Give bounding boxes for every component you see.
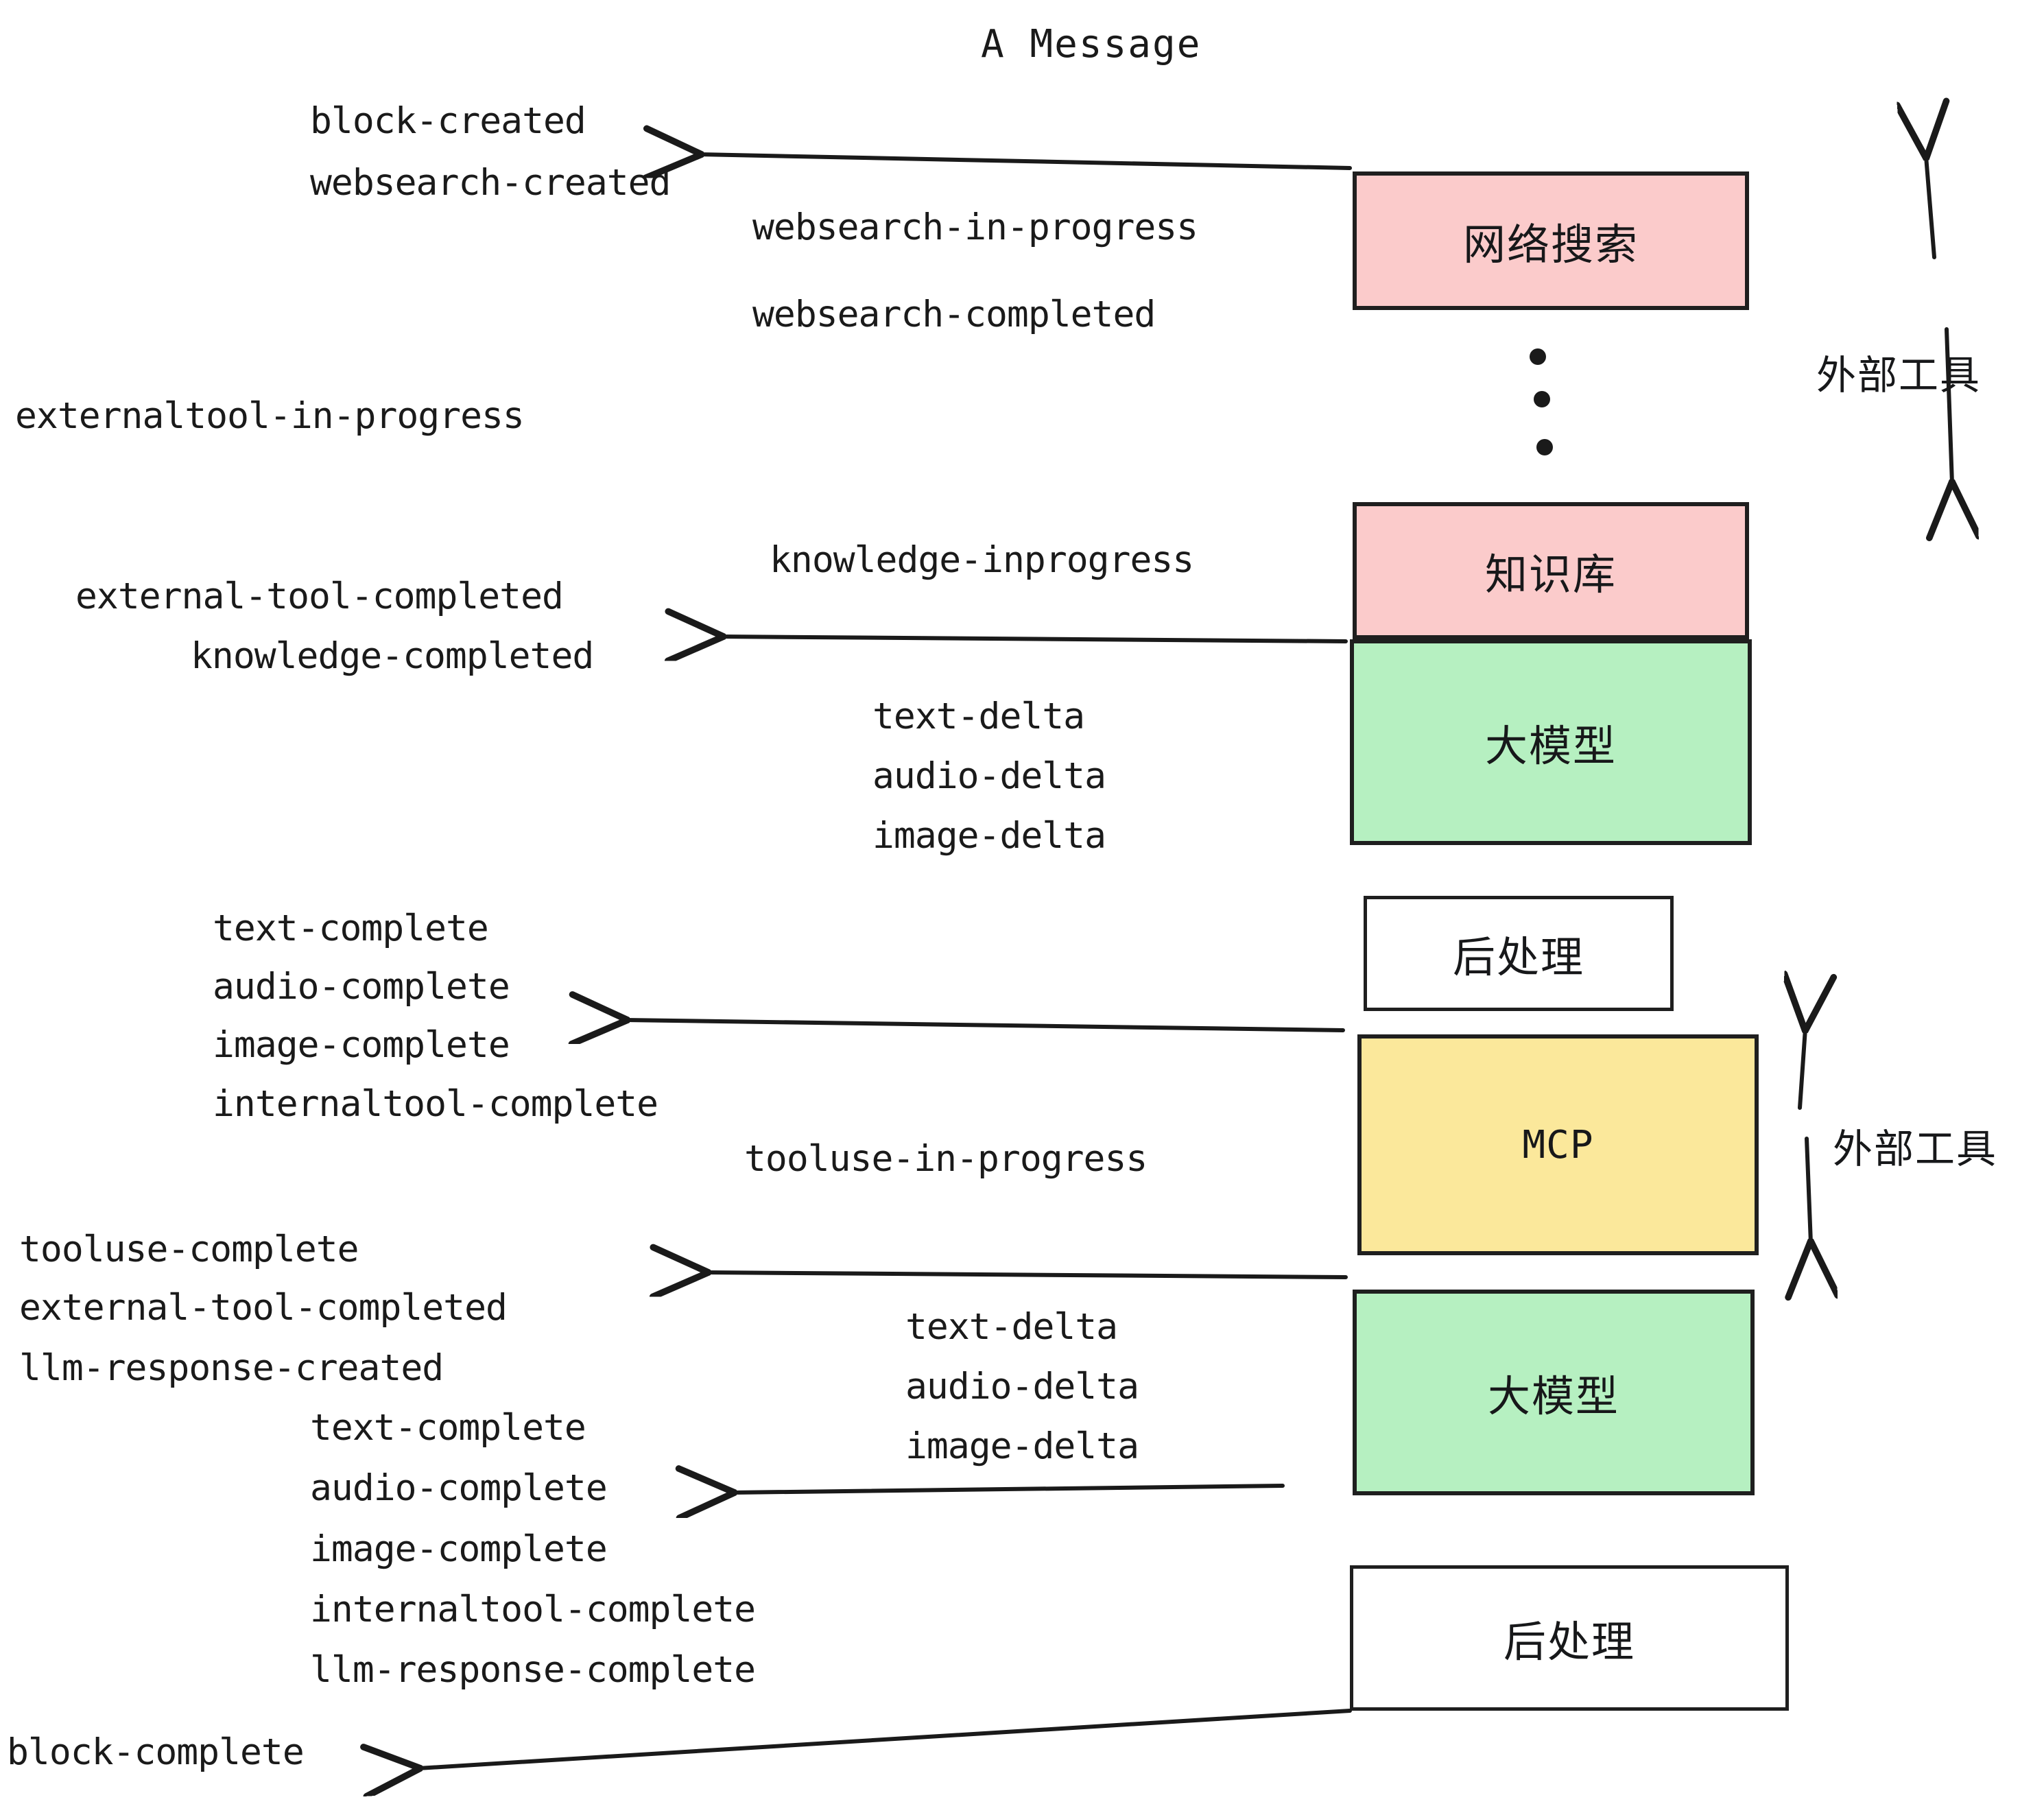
- event-label-audio-complete-1: audio-complete: [213, 966, 510, 1008]
- node-postprocess-2[interactable]: 后处理: [1350, 1565, 1789, 1711]
- event-label-block-created: block-created: [310, 100, 586, 142]
- event-label-tooluse-in-progress: tooluse-in-progress: [744, 1138, 1148, 1180]
- arrow-postprocess1-to-image-complete: [626, 1020, 1345, 1030]
- group-label-external-tools-top: 外部工具: [1816, 352, 1982, 399]
- group-label-external-tools-bottom: 外部工具: [1833, 1126, 1998, 1172]
- node-knowledge[interactable]: 知识库: [1353, 502, 1749, 639]
- node-llm-2[interactable]: 大模型: [1353, 1290, 1755, 1495]
- ellipsis-dot-icon: [1530, 348, 1546, 365]
- arrow-mcp-to-tooluse-complete: [706, 1272, 1348, 1277]
- node-postprocess-1-label: 后处理: [1452, 932, 1584, 982]
- event-label-externaltool-in-progress: externaltool-in-progress: [15, 395, 525, 437]
- event-label-tooluse-complete: tooluse-complete: [19, 1229, 359, 1270]
- node-postprocess-2-label: 后处理: [1503, 1617, 1635, 1667]
- event-label-image-complete-1: image-complete: [213, 1024, 510, 1066]
- arrow-external-tools-top-up: [1926, 156, 1934, 259]
- node-llm-1-label: 大模型: [1484, 721, 1617, 771]
- event-label-websearch-in-progress: websearch-in-progress: [752, 206, 1198, 248]
- event-label-websearch-created: websearch-created: [310, 162, 671, 204]
- page-title: A Message: [981, 22, 1202, 67]
- arrow-external-tools-bottom-down: [1807, 1137, 1811, 1243]
- event-label-internaltool-complete-2: internaltool-complete: [310, 1589, 756, 1630]
- event-label-knowledge-inprogress: knowledge-inprogress: [770, 539, 1194, 581]
- node-websearch[interactable]: 网络搜索: [1353, 171, 1749, 310]
- event-label-external-tool-completed-2: external-tool-completed: [19, 1287, 508, 1329]
- node-mcp[interactable]: MCP: [1357, 1034, 1759, 1255]
- event-label-image-complete-2: image-complete: [310, 1528, 608, 1570]
- node-websearch-label: 网络搜索: [1462, 219, 1639, 270]
- event-label-block-complete: block-complete: [7, 1731, 305, 1773]
- ellipsis-dot-icon: [1536, 439, 1553, 455]
- event-label-internaltool-complete-1: internaltool-complete: [213, 1083, 658, 1125]
- arrow-external-tools-bottom-up: [1800, 1029, 1805, 1110]
- event-label-websearch-completed: websearch-completed: [752, 294, 1156, 335]
- arrow-llm2-to-audio-complete: [733, 1486, 1285, 1493]
- node-postprocess-1[interactable]: 后处理: [1364, 896, 1674, 1011]
- arrow-llm1-to-knowledge-completed: [722, 637, 1348, 641]
- event-label-audio-delta-2: audio-delta: [905, 1366, 1139, 1408]
- ellipsis-dot-icon: [1534, 391, 1550, 407]
- event-label-llm-response-complete: llm-response-complete: [310, 1649, 756, 1691]
- event-label-audio-complete-2: audio-complete: [310, 1467, 608, 1509]
- event-label-image-delta-2: image-delta: [905, 1425, 1139, 1467]
- node-llm-2-label: 大模型: [1487, 1371, 1619, 1421]
- event-label-llm-response-created: llm-response-created: [19, 1347, 444, 1389]
- node-mcp-label: MCP: [1522, 1122, 1594, 1167]
- node-knowledge-label: 知识库: [1484, 549, 1617, 600]
- arrow-postprocess2-to-block-complete: [418, 1709, 1352, 1768]
- event-label-text-delta-2: text-delta: [905, 1306, 1118, 1348]
- event-label-text-complete-2: text-complete: [310, 1407, 586, 1449]
- event-label-image-delta-1: image-delta: [872, 815, 1106, 857]
- event-label-audio-delta-1: audio-delta: [872, 755, 1106, 797]
- event-label-text-delta-1: text-delta: [872, 696, 1085, 737]
- node-llm-1[interactable]: 大模型: [1350, 639, 1752, 845]
- event-label-text-complete-1: text-complete: [213, 907, 489, 949]
- arrow-websearch-to-created: [700, 154, 1352, 168]
- event-label-knowledge-completed: knowledge-completed: [191, 635, 594, 677]
- event-label-external-tool-completed-1: external-tool-completed: [75, 575, 564, 617]
